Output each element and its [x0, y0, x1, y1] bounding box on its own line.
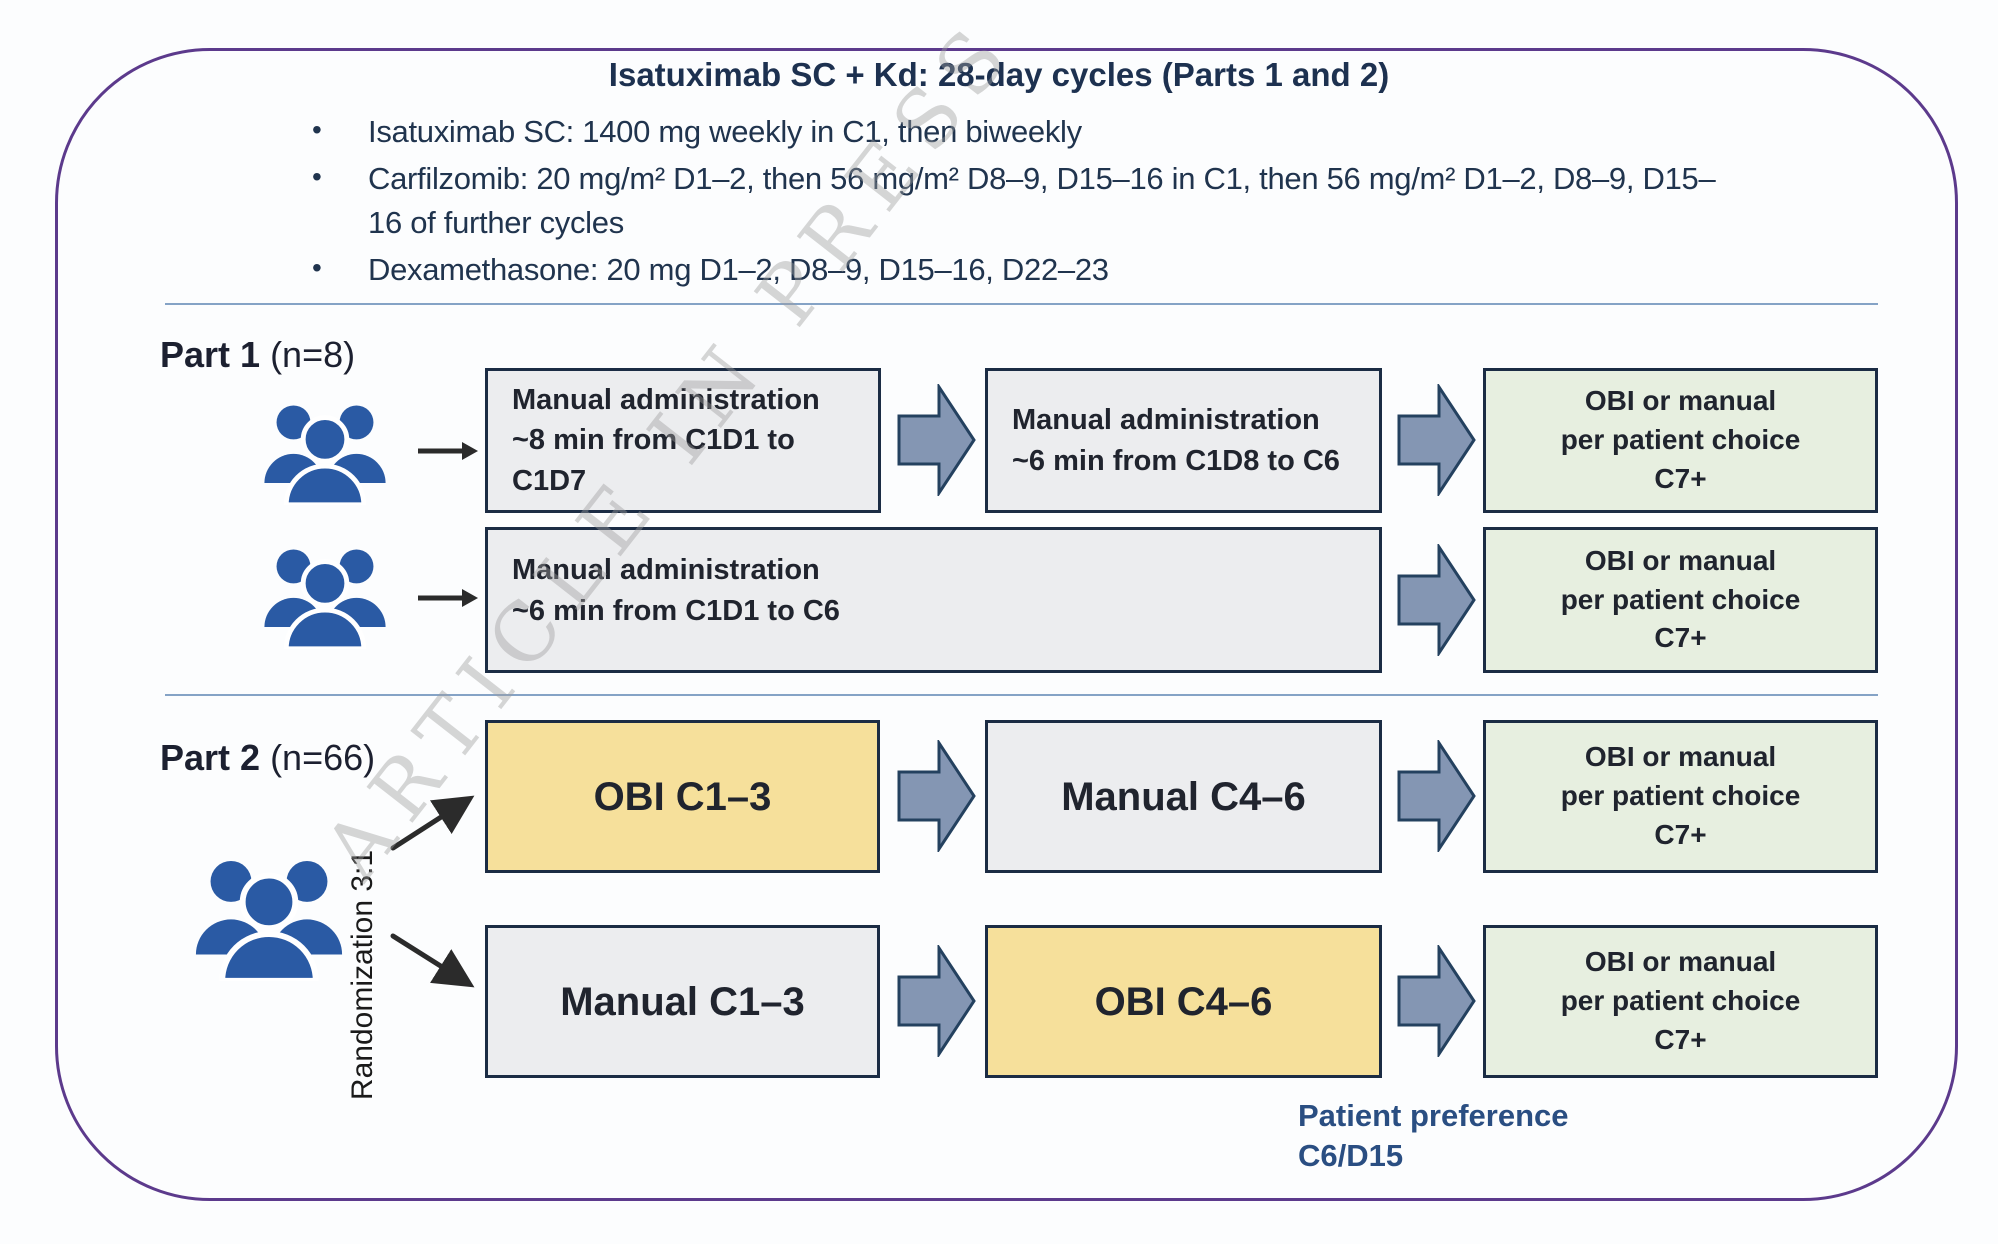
part1-label: Part 1(n=8): [160, 334, 355, 376]
right-arrow-icon: [418, 442, 478, 460]
section-divider-1: [165, 303, 1878, 305]
people-group-icon: [195, 860, 343, 981]
flow-arrow-icon: [1397, 544, 1476, 656]
box-line: C7+: [1654, 818, 1707, 850]
box-line: OBI or manual: [1584, 946, 1777, 978]
section-divider-2: [165, 694, 1878, 696]
flow-arrow-icon: [897, 740, 976, 852]
box-line: per patient choice: [1560, 780, 1801, 812]
bullet-carfilzomib: Carfilzomib: 20 mg/m² D1–2, then 56 mg/m…: [310, 157, 1740, 245]
note-line: Patient preference: [1298, 1098, 1569, 1133]
part2-row2-step1-box: Manual C1–3: [485, 925, 880, 1078]
patient-preference-note: Patient preference C6/D15: [1298, 1096, 1569, 1177]
flow-arrow-icon: [1397, 384, 1476, 496]
box-line: OBI or manual: [1584, 544, 1777, 576]
diagonal-up-arrow-icon: [390, 795, 475, 851]
note-line: C6/D15: [1298, 1138, 1404, 1174]
flow-arrow-icon: [1397, 740, 1476, 852]
box-line: Manual administration: [1012, 403, 1320, 436]
part1-row1-outcome-box: OBI or manual per patient choice C7+: [1483, 368, 1878, 513]
box-line: per patient choice: [1560, 985, 1801, 1017]
box-line: Manual C4–6: [1061, 774, 1306, 819]
part2-label-bold: Part 2: [160, 737, 261, 778]
box-line: OBI C1–3: [593, 774, 772, 819]
diagonal-down-arrow-icon: [390, 933, 475, 988]
bullet-dexamethasone: Dexamethasone: 20 mg D1–2, D8–9, D15–16,…: [310, 248, 1740, 292]
right-arrow-icon: [418, 589, 478, 607]
figure-border: [55, 48, 1958, 1201]
box-line: C7+: [1654, 462, 1707, 494]
part1-row1-step2-box: Manual administration ~6 min from C1D8 t…: [985, 368, 1382, 513]
part2-label: Part 2(n=66): [160, 737, 375, 779]
part2-row1-step2-box: Manual C4–6: [985, 720, 1382, 873]
box-line: C7+: [1654, 622, 1707, 654]
figure-title: Isatuximab SC + Kd: 28-day cycles (Parts…: [608, 56, 1390, 93]
box-line: OBI C4–6: [1094, 979, 1273, 1024]
box-line: Manual administration: [512, 383, 820, 416]
part2-n-label: (n=66): [270, 737, 376, 778]
part2-row1-outcome-box: OBI or manual per patient choice C7+: [1483, 720, 1878, 873]
box-line: Manual C1–3: [560, 979, 805, 1024]
flow-arrow-icon: [1397, 945, 1476, 1057]
part1-label-bold: Part 1: [160, 334, 261, 375]
box-line: per patient choice: [1560, 424, 1801, 456]
part1-n-label: (n=8): [270, 334, 356, 375]
people-group-icon: [264, 405, 386, 505]
box-line: Manual administration: [512, 554, 820, 586]
box-line: ~6 min from C1D8 to C6: [1012, 444, 1340, 477]
part1-row1-step1-box: Manual administration ~8 min from C1D1 t…: [485, 368, 881, 513]
part2-row2-outcome-box: OBI or manual per patient choice C7+: [1483, 925, 1878, 1078]
box-line: OBI or manual: [1584, 385, 1777, 417]
box-line: OBI or manual: [1584, 741, 1777, 773]
part1-row2-step1-box: Manual administration ~6 min from C1D1 t…: [485, 527, 1382, 673]
box-line: per patient choice: [1560, 583, 1801, 615]
randomization-label: Randomization 3:1: [346, 849, 379, 1101]
flow-arrow-icon: [897, 384, 976, 496]
people-group-icon: [264, 549, 386, 649]
part1-row2-outcome-box: OBI or manual per patient choice C7+: [1483, 527, 1878, 673]
box-line: ~8 min from C1D1 to C1D7: [512, 424, 795, 497]
dosing-bullet-list: Isatuximab SC: 1400 mg weekly in C1, the…: [310, 110, 1740, 295]
part2-row1-step1-box: OBI C1–3: [485, 720, 880, 873]
part2-row2-step2-box: OBI C4–6: [985, 925, 1382, 1078]
flow-arrow-icon: [897, 945, 976, 1057]
bullet-isatuximab: Isatuximab SC: 1400 mg weekly in C1, the…: [310, 110, 1740, 154]
box-line: C7+: [1654, 1023, 1707, 1055]
box-line: ~6 min from C1D1 to C6: [512, 594, 840, 627]
